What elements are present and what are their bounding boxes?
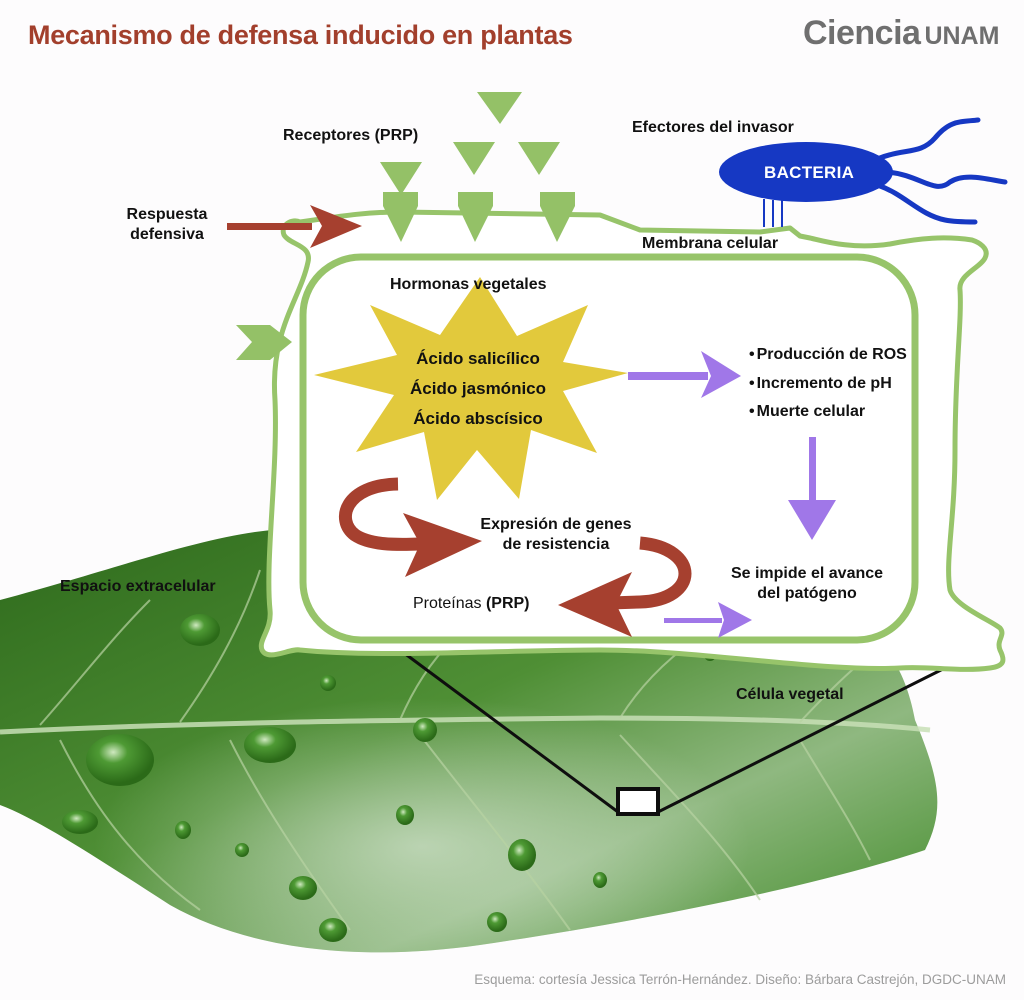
ligand-triangle-icon: [477, 92, 522, 124]
outcome-line2: del patógeno: [757, 585, 857, 602]
logo-unam: UNAM: [924, 22, 1000, 50]
gene-expression-line1: Expresión de genes: [480, 516, 632, 533]
hormone-item: Ácido salicílico: [416, 349, 540, 368]
proteins-label: Proteínas (PRP): [413, 594, 530, 614]
arrow-to-outcome: [809, 437, 816, 505]
page-title: Mecanismo de defensa inducido en plantas: [28, 20, 573, 50]
receptor-icon: [383, 192, 418, 242]
receptor-icon: [458, 192, 493, 242]
ligand-triangle-icon: [453, 142, 495, 175]
arrow-proteins-to-outcome-head: [718, 602, 752, 638]
extracellular-space-label: Espacio extracelular: [60, 578, 216, 595]
defense-response-line2: defensiva: [130, 226, 204, 243]
zoom-indicator: [399, 648, 946, 816]
receptor-icon: [540, 192, 575, 242]
zoom-box: [616, 787, 660, 816]
gene-expression-line2: de resistencia: [502, 536, 610, 553]
receptors-label: Receptores (PRP): [283, 127, 419, 144]
image-credit: Esquema: cortesía Jessica Terrón-Hernánd…: [474, 972, 1006, 987]
membrane-label: Membrana celular: [642, 235, 779, 252]
hormone-list: Ácido salicílico Ácido jasmónico Ácido a…: [378, 344, 578, 434]
defense-response-line1: Respuesta: [126, 206, 208, 223]
arrow-proteins-to-outcome: [664, 618, 722, 623]
receptors: [383, 192, 575, 242]
ligand-triangle-icon: [380, 162, 422, 195]
effectors-label: Efectores del invasor: [632, 119, 794, 136]
bacteria-label: BACTERIA: [764, 163, 855, 182]
gene-expression-label: Expresión de genes de resistencia: [466, 515, 646, 555]
signal-arrows: [628, 351, 836, 638]
arrow-to-effects-head: [701, 351, 741, 398]
logo-ciencia: Ciencia: [803, 14, 921, 52]
proteins-prp: (PRP): [485, 595, 530, 612]
ligands: [380, 92, 560, 195]
effect-item: Producción de ROS: [749, 341, 907, 370]
effect-item: Incremento de pH: [749, 370, 907, 399]
side-receptor-icon: [236, 325, 292, 360]
hormone-star: [314, 277, 628, 500]
arrow-to-gene-expression-head: [403, 513, 482, 577]
hormone-item: Ácido abscísico: [413, 409, 543, 428]
effect-item: Muerte celular: [749, 398, 907, 427]
defense-response-label: Respuesta defensiva: [112, 205, 222, 245]
hormones-label: Hormonas vegetales: [390, 276, 547, 293]
arrow-to-proteins-head: [558, 572, 632, 637]
outcome-label: Se impide el avance del patógeno: [722, 564, 892, 604]
feedback-arrows: [339, 477, 692, 637]
hormone-item: Ácido jasmónico: [409, 379, 547, 398]
outcome-line1: Se impide el avance: [730, 565, 884, 582]
ligand-triangle-icon: [518, 142, 560, 175]
effects-list: Producción de ROS Incremento de pH Muert…: [749, 341, 907, 427]
plant-cell-label: Célula vegetal: [736, 686, 844, 703]
arrow-to-outcome-head: [788, 500, 836, 540]
arrow-to-effects: [628, 372, 708, 380]
bacteria: [719, 117, 1008, 227]
defense-response-arrow: [227, 205, 362, 248]
proteins-text: Proteínas: [413, 595, 486, 612]
